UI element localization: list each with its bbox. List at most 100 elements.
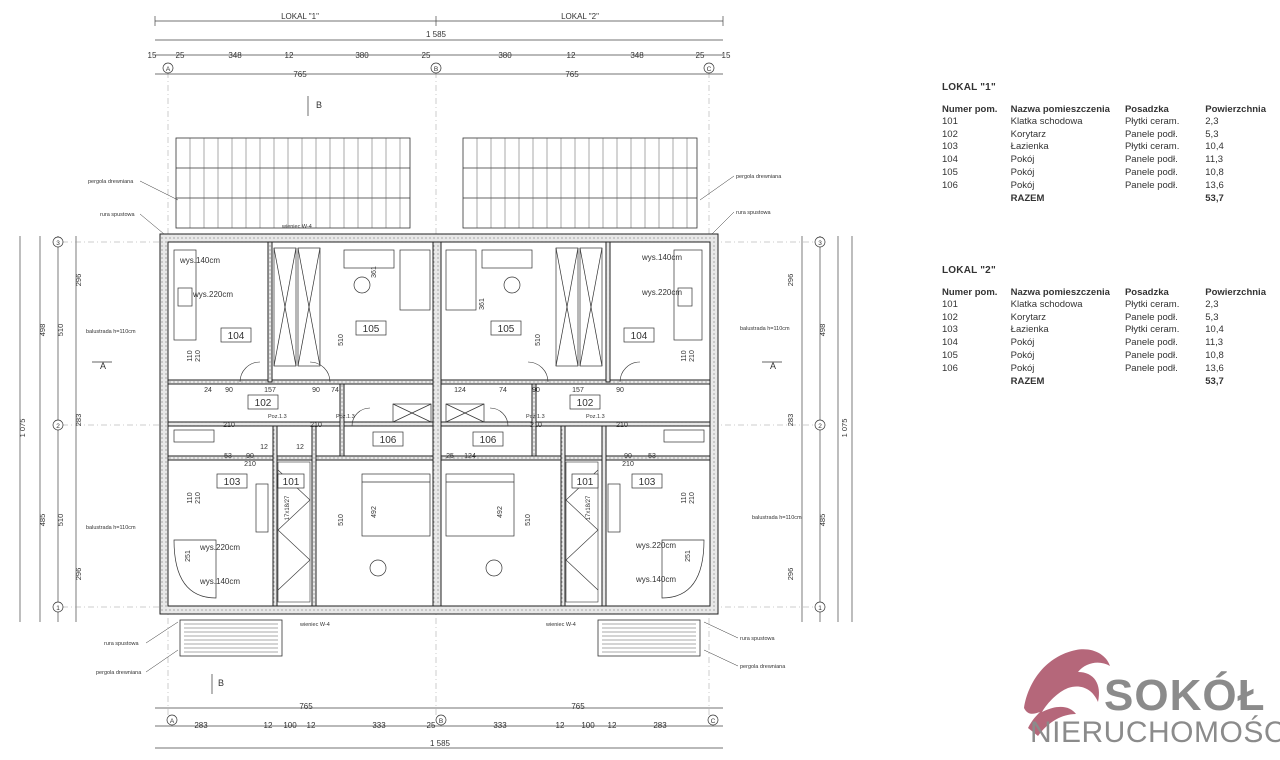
room-label-boxes	[216, 320, 663, 489]
table-cell: 105	[942, 350, 958, 362]
axis-2-right: 2	[818, 423, 822, 430]
section-mark-b-bottom: B	[218, 678, 224, 688]
annotation-balustrada: balustrada h=110cm	[86, 329, 136, 335]
lokal1-schedule: LOKAL "1" Numer pom. Nazwa pomieszczenia…	[942, 82, 1272, 205]
svg-text:157: 157	[572, 387, 584, 394]
annotation-balustrada: balustrada h=110cm	[86, 525, 136, 531]
total-label: RAZEM	[1010, 375, 1045, 387]
svg-text:110: 110	[187, 350, 194, 361]
table-cell: 11,3	[1205, 154, 1224, 166]
svg-text:210: 210	[530, 422, 542, 429]
svg-text:17x18/27: 17x18/27	[586, 495, 592, 520]
annotation-rura: rura spustowa	[740, 636, 775, 642]
table-cell	[942, 375, 1011, 388]
table-cell: 2,3	[1205, 298, 1219, 310]
svg-text:17x18/27: 17x18/27	[285, 495, 291, 520]
annotation-balustrada: balustrada h=110cm	[752, 515, 802, 521]
annotation-poz: Poz.1.3	[268, 414, 287, 420]
lokal2-header-label: LOKAL "2"	[561, 12, 599, 21]
svg-text:251: 251	[685, 550, 692, 562]
svg-text:12: 12	[296, 444, 304, 451]
svg-text:74: 74	[331, 387, 339, 394]
height-label: wys.220cm	[192, 290, 233, 299]
table-cell: Panele podł.	[1124, 179, 1178, 191]
table-cell	[1125, 375, 1205, 388]
svg-text:210: 210	[689, 492, 696, 504]
right-dim: 485	[818, 514, 827, 527]
bottom-dim: 100	[581, 721, 595, 730]
top-dim-25-center: 25	[422, 51, 431, 60]
annotation-wieniec: wieniec W-4	[281, 224, 312, 230]
pergola-top-right	[462, 137, 698, 229]
building-walls	[159, 233, 719, 615]
axis-b-bottom: B	[439, 718, 443, 725]
left-dim: 1 075	[18, 419, 27, 438]
top-half-765-right: 765	[565, 70, 579, 79]
svg-text:361: 361	[479, 298, 486, 310]
section-mark-a-left: A	[100, 361, 106, 371]
right-dim: 498	[818, 324, 827, 337]
pergola-top-left	[175, 137, 411, 229]
svg-text:210: 210	[195, 350, 202, 362]
stairs-right	[565, 461, 599, 603]
axis-c-top: C	[707, 66, 712, 73]
logo-line2: NIERUCHOMOŚCI	[1030, 716, 1280, 749]
left-dim: 510	[56, 324, 65, 337]
top-dim-12-left: 12	[285, 51, 294, 60]
svg-text:510: 510	[338, 514, 345, 526]
bottom-dim: 283	[194, 721, 208, 730]
col-header: Numer pom.	[942, 286, 998, 298]
svg-text:210: 210	[622, 461, 634, 468]
table-cell	[942, 192, 1011, 205]
lokal2-table: Numer pom. Nazwa pomieszczenia Posadzka …	[942, 286, 1272, 388]
svg-text:110: 110	[681, 492, 688, 503]
total-label: RAZEM	[1010, 192, 1045, 204]
height-label: wys.140cm	[199, 577, 240, 586]
svg-text:90: 90	[532, 387, 540, 394]
svg-text:110: 110	[187, 492, 194, 503]
col-header: Posadzka	[1124, 103, 1169, 115]
height-label: wys.140cm	[179, 256, 220, 265]
room-103-left: 103	[224, 477, 241, 488]
bottom-half: 765	[571, 702, 585, 711]
svg-text:90: 90	[616, 387, 624, 394]
sokol-logo-icon	[1024, 649, 1110, 736]
svg-text:492: 492	[371, 506, 378, 518]
bottom-half: 765	[299, 702, 313, 711]
floor-plan-drawing: LOKAL "1" LOKAL "2" 1 585 348 12 380 25 …	[18, 12, 853, 749]
table-cell: 11,3	[1205, 337, 1224, 349]
table-cell: Płytki ceram.	[1124, 115, 1180, 127]
bottom-dim: 283	[653, 721, 667, 730]
section-mark-lines	[92, 96, 782, 694]
top-dim-12-right: 12	[567, 51, 576, 60]
annotation-poz: Poz.1.3	[336, 414, 355, 420]
table-cell: 5,3	[1205, 128, 1219, 140]
table-cell: 2,3	[1205, 115, 1219, 127]
pergola-bottom-left	[179, 619, 283, 657]
table-cell: Panele podł.	[1124, 128, 1178, 140]
svg-text:157: 157	[264, 387, 276, 394]
table-cell: 13,6	[1205, 362, 1224, 374]
furniture	[173, 249, 705, 599]
svg-text:210: 210	[689, 350, 696, 362]
table-header-row: Numer pom. Nazwa pomieszczenia Posadzka …	[942, 103, 1272, 115]
table-cell: Panele podł.	[1124, 337, 1178, 349]
bottom-dim: 100	[283, 721, 297, 730]
table-cell: Płytki ceram.	[1124, 298, 1180, 310]
logo-line1: SOKÓŁ	[1104, 671, 1266, 720]
section-mark-b-top: B	[316, 100, 322, 110]
top-total-dimension: 1 585	[426, 30, 447, 39]
table-cell: Pokój	[1010, 154, 1035, 166]
annotation-pergola: pergola drewniana	[740, 664, 786, 670]
room-106-left: 106	[380, 435, 397, 446]
axis-b-top: B	[434, 66, 438, 73]
axis-2-left: 2	[56, 423, 60, 430]
bottom-dim: 333	[493, 721, 507, 730]
table-cell: 103	[942, 141, 958, 153]
table-cell: Płytki ceram.	[1124, 141, 1180, 153]
